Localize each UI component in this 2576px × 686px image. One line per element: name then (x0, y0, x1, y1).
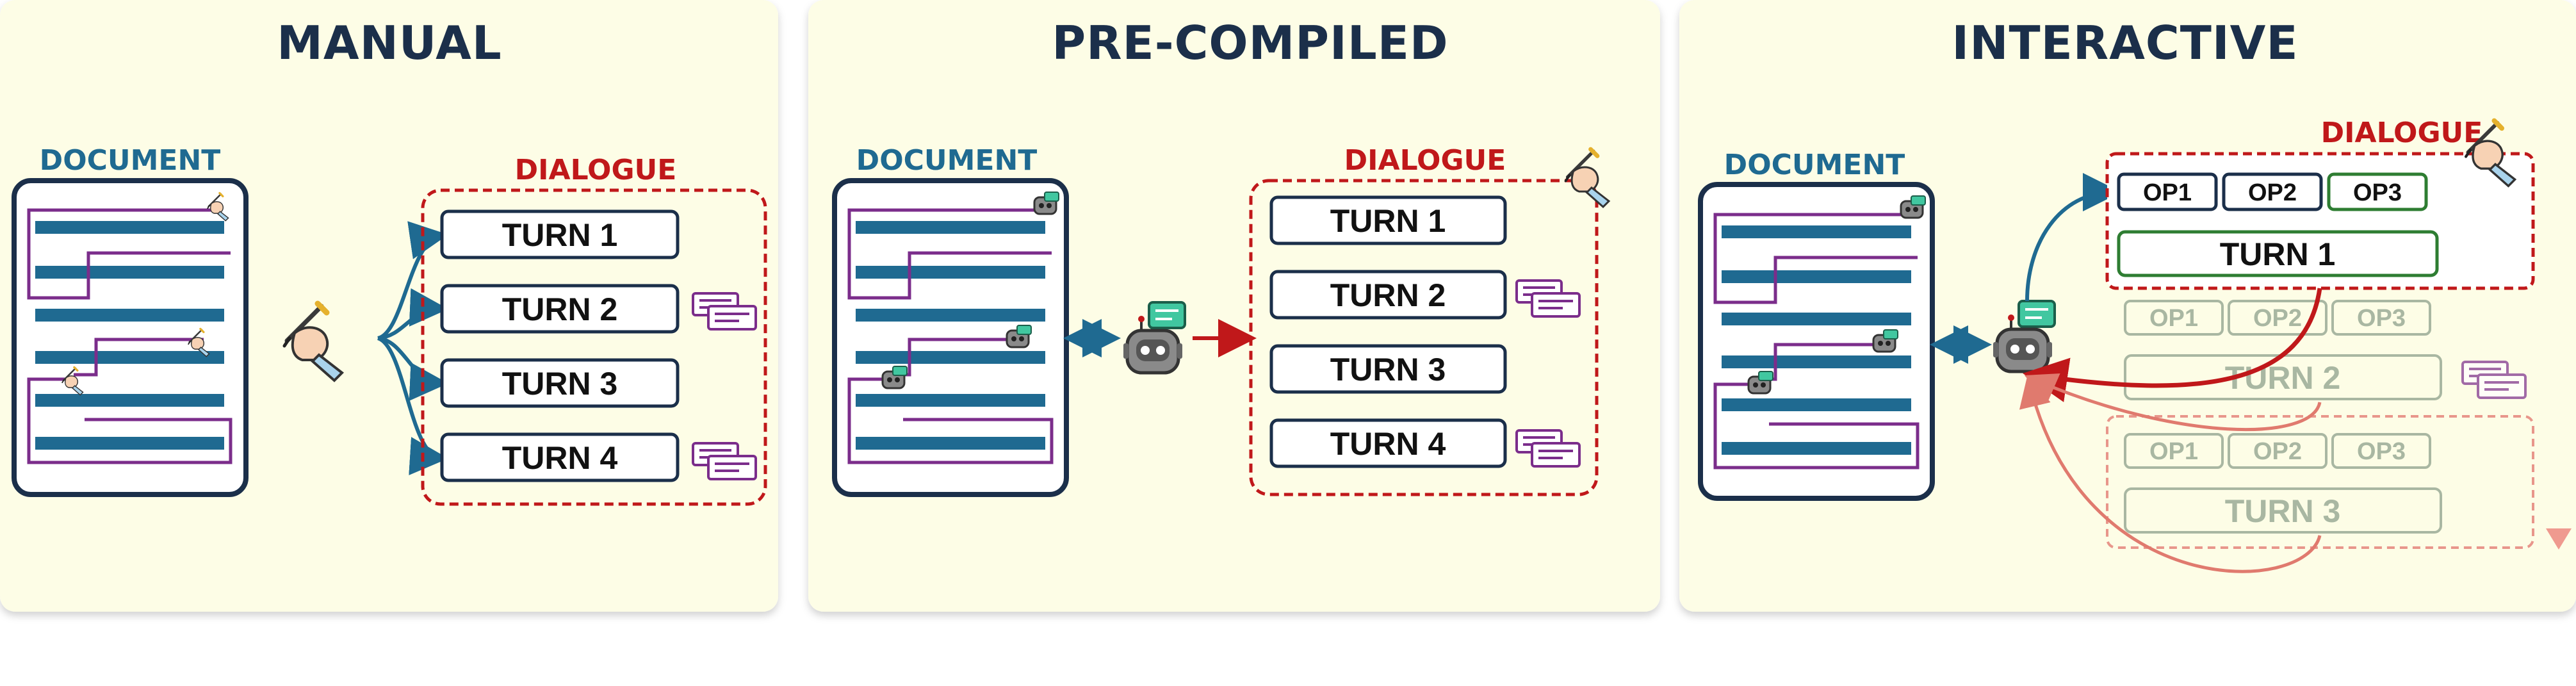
op-label: OP1 (2149, 305, 2198, 332)
op-label: OP3 (2353, 179, 2402, 206)
op-label: OP2 (2248, 179, 2297, 206)
panel-precompiled: PRE-COMPILED DOCUMENT DIALO (808, 0, 1660, 612)
dialogue-label: DIALOGUE (1344, 144, 1506, 177)
timeline-arrowhead (2546, 528, 2572, 550)
op-label: OP2 (2253, 438, 2302, 465)
turn-label: TURN 3 (1330, 352, 1446, 388)
feedback-arrow (2023, 288, 2322, 402)
turn-label: TURN 2 (2225, 360, 2341, 396)
feedback-arrow-faded (2024, 373, 2322, 432)
turn-label: TURN 2 (1330, 277, 1446, 313)
pending-step: OP1 OP2 OP3 TURN 2 (2124, 300, 2527, 400)
turn-box: TURN 2 (1269, 270, 1507, 320)
turn-label: TURN 1 (2220, 236, 2336, 272)
op-label: OP1 (2143, 179, 2192, 206)
panel-title: INTERACTIVE (1952, 16, 2298, 70)
panel-title: PRE-COMPILED (1052, 16, 1448, 70)
arrow-to-active-turn (2025, 173, 2121, 302)
turn-label: TURN 4 (502, 440, 618, 476)
turn-label: TURN 3 (502, 366, 618, 402)
turn-box: TURN 4 (1269, 418, 1507, 468)
op-label: OP2 (2253, 305, 2302, 332)
document-box (12, 178, 249, 497)
document-box (1698, 182, 1935, 501)
turn-box: TURN 1 (1269, 195, 1507, 245)
turn-label: TURN 1 (502, 217, 618, 253)
document-label: DOCUMENT (856, 144, 1038, 177)
turn-box: TURN 4 (440, 432, 680, 482)
arrow-to-turn-4 (377, 336, 448, 475)
dialogue-label: DIALOGUE (515, 154, 677, 186)
turn-box: TURN 2 (440, 284, 680, 334)
dialogue-box (1249, 179, 1599, 496)
panel-manual: MANUAL DOCUMENT (0, 0, 778, 612)
arrow-to-turn-1 (377, 221, 448, 340)
panel-interactive: INTERACTIVE DOCUMENT (1679, 0, 2576, 612)
document-label: DOCUMENT (1724, 149, 1905, 181)
turn-box: TURN 3 (440, 358, 680, 408)
pending-step: OP1 OP2 OP3 TURN 3 (2124, 433, 2442, 534)
arrow-to-turn-2 (377, 288, 448, 340)
dialogue-box (421, 188, 767, 506)
feedback-arrow-faded (2019, 375, 2322, 573)
op-label: OP1 (2149, 438, 2198, 465)
op-label: OP3 (2357, 305, 2406, 332)
turn-label: TURN 1 (1330, 203, 1446, 239)
active-step: OP1 OP2 OP3 TURN 1 (2117, 172, 2439, 277)
turn-label: TURN 3 (2225, 493, 2341, 529)
turn-label: TURN 2 (502, 291, 618, 327)
document-box (832, 178, 1069, 497)
turn-label: TURN 4 (1330, 426, 1446, 462)
panel-title: MANUAL (277, 16, 501, 70)
op-label: OP3 (2357, 438, 2406, 465)
turn-box: TURN 1 (440, 209, 680, 259)
pending-region (2106, 415, 2534, 549)
turn-box: TURN 3 (1269, 344, 1507, 394)
document-label: DOCUMENT (40, 144, 221, 177)
dialogue-label: DIALOGUE (2321, 117, 2483, 149)
arrow-to-turn-3 (377, 336, 448, 401)
